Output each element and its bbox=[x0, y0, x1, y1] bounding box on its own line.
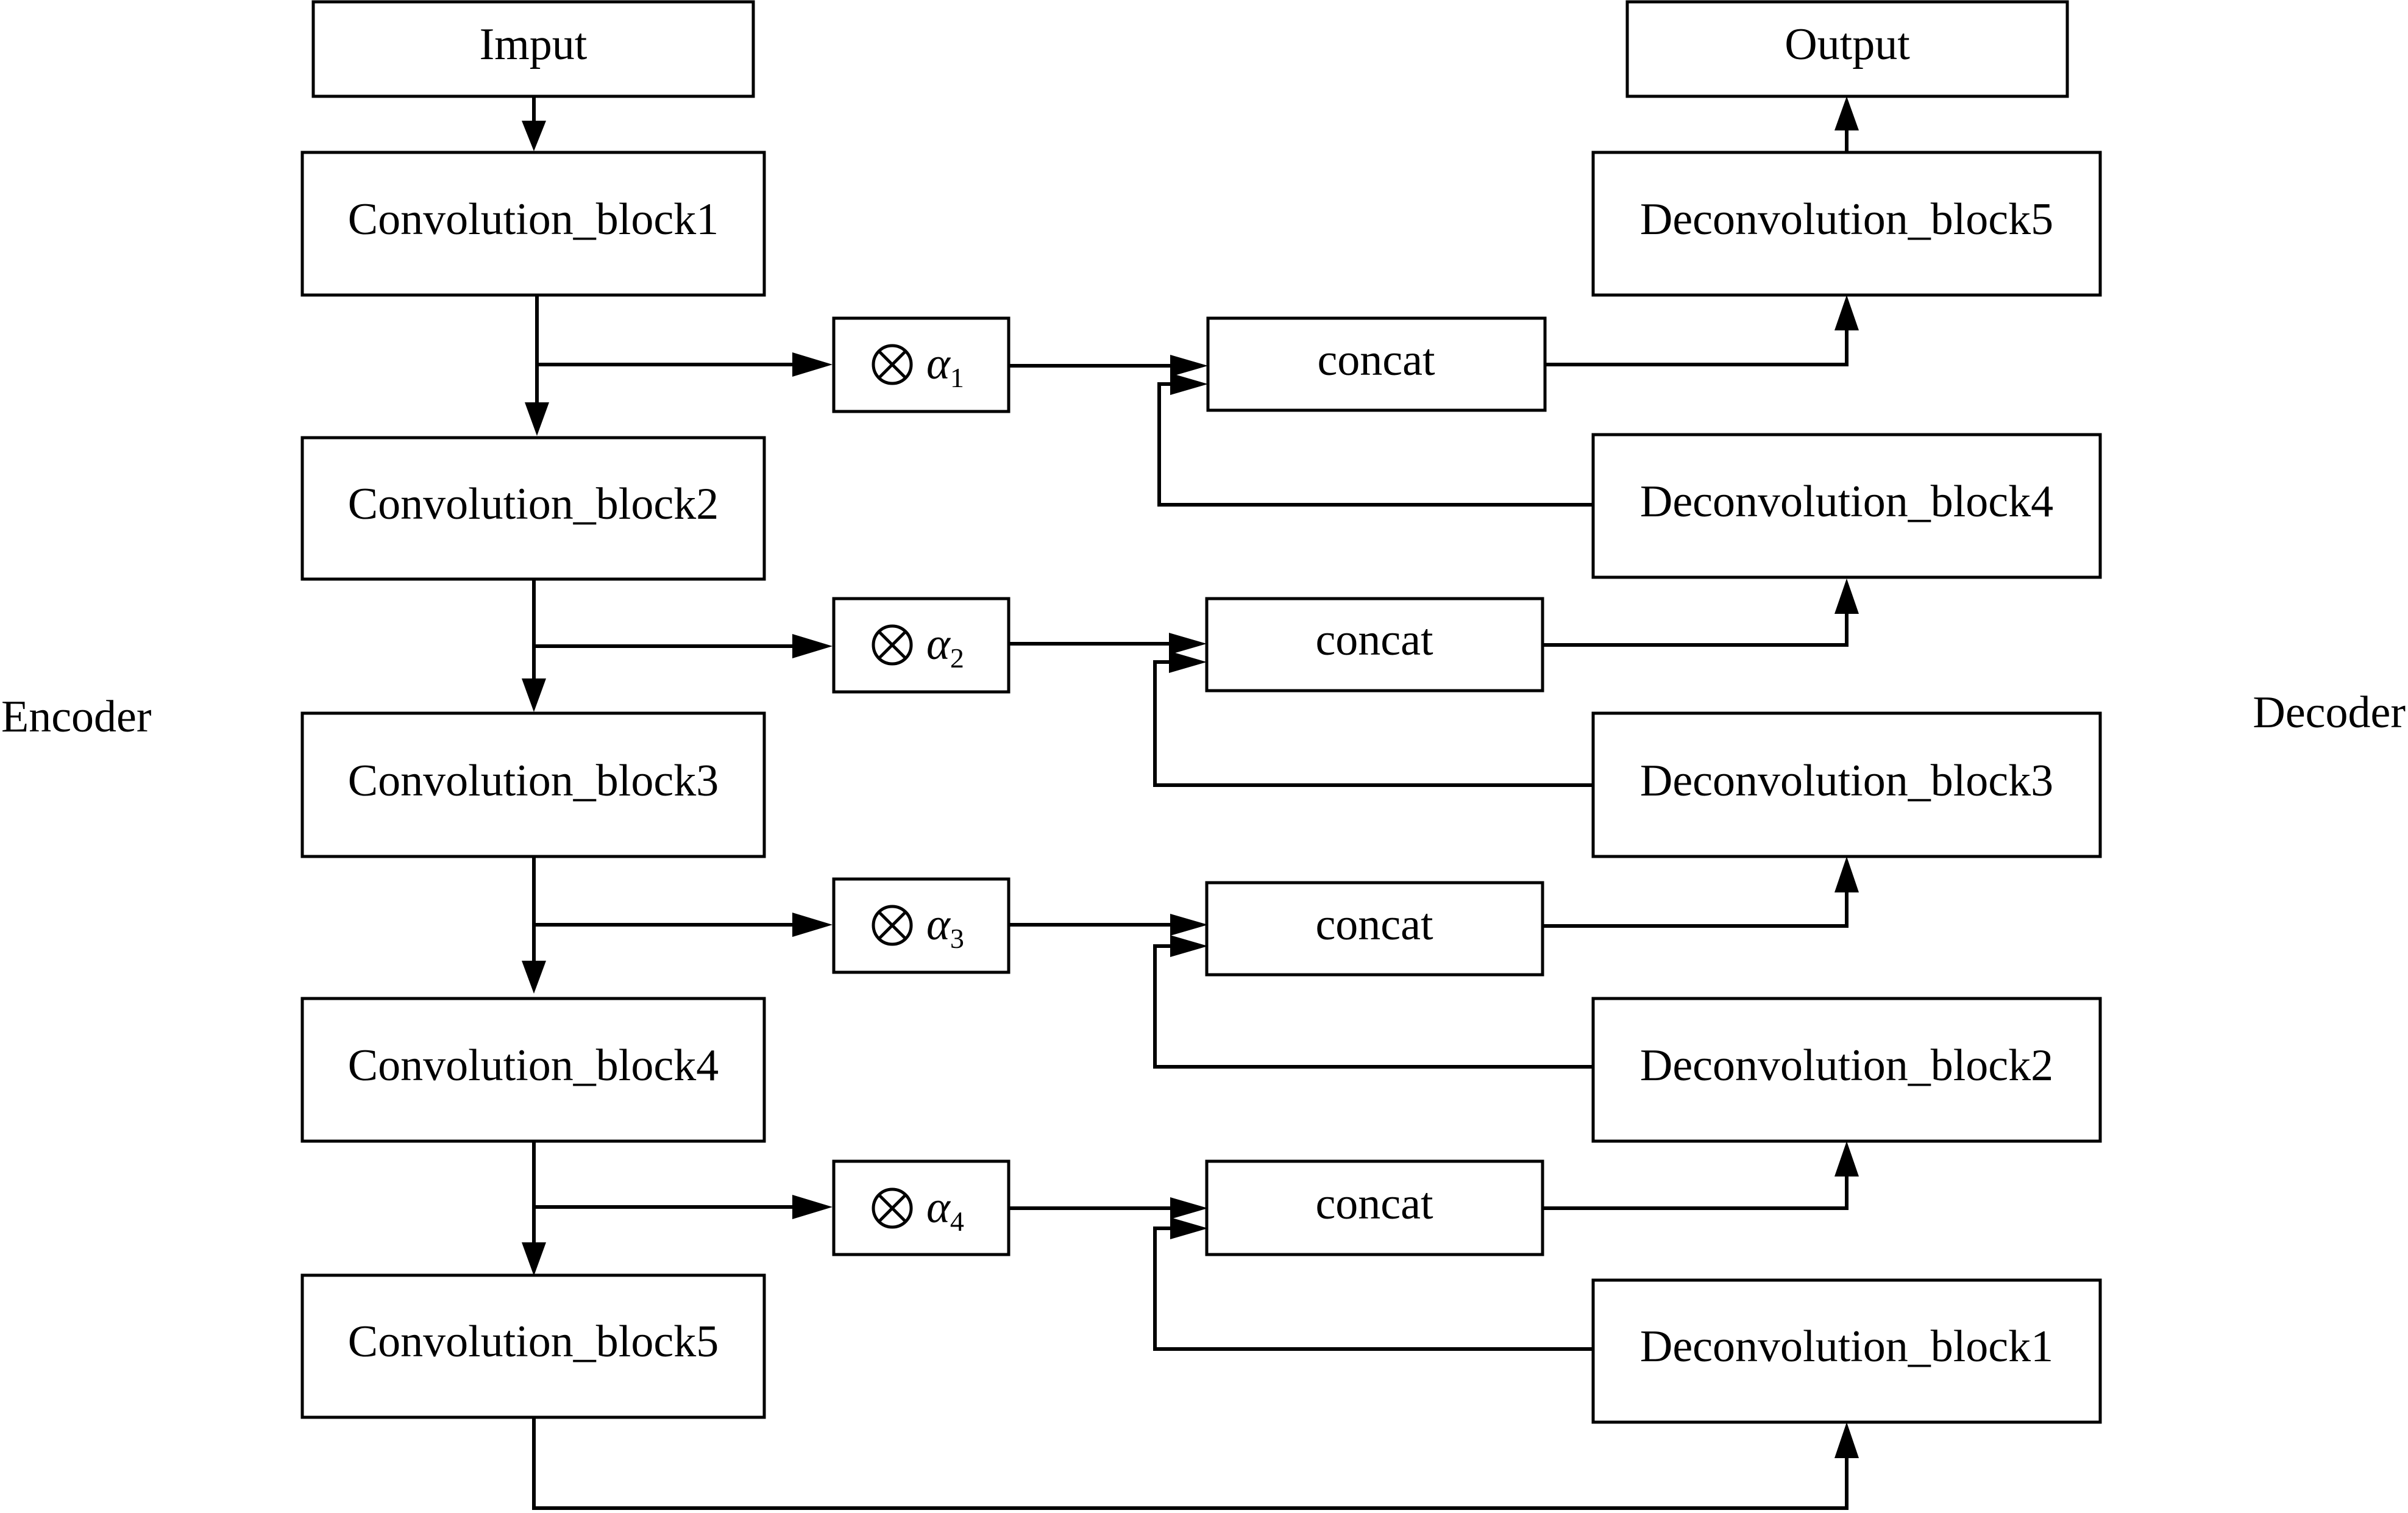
weight-box: α4 bbox=[832, 1159, 1010, 1256]
decoder-block: Deconvolution_block3 bbox=[1591, 711, 2102, 858]
encoder-block-label: Convolution_block2 bbox=[348, 479, 719, 529]
arrowhead bbox=[1170, 935, 1208, 957]
decoder-block: Deconvolution_block5 bbox=[1591, 151, 2102, 297]
arrow-deconv3-to-concat2 bbox=[1153, 660, 1596, 787]
concat-label: concat bbox=[1315, 900, 1433, 950]
arrowhead bbox=[1834, 1422, 1859, 1458]
arrow-concat3-to-deconv3 bbox=[1543, 891, 1849, 928]
encoder-column: Convolution_block1 Convolution_block2 Co… bbox=[300, 151, 766, 1419]
arrowhead bbox=[1834, 1141, 1859, 1177]
decoder-block-label: Deconvolution_block1 bbox=[1640, 1322, 2053, 1372]
encoder-block-label: Convolution_block1 bbox=[348, 194, 719, 244]
encoder-block: Convolution_block2 bbox=[300, 436, 766, 581]
decoder-block-label: Deconvolution_block2 bbox=[1640, 1041, 2053, 1091]
concat-label: concat bbox=[1315, 615, 1433, 665]
decoder-column: Deconvolution_block5 Deconvolution_block… bbox=[1591, 151, 2102, 1424]
weight-label: α2 bbox=[926, 619, 964, 674]
arrowhead bbox=[792, 1195, 833, 1219]
otimes-icon bbox=[872, 1187, 913, 1229]
arrowhead bbox=[525, 402, 549, 436]
arrowhead bbox=[1170, 355, 1208, 377]
weight-index: 4 bbox=[950, 1206, 964, 1237]
encoder-label: Encoder bbox=[1, 692, 152, 742]
arrowhead bbox=[522, 1242, 546, 1276]
arrow-deconv4-to-concat1 bbox=[1157, 382, 1596, 507]
weight-symbol: α bbox=[926, 900, 951, 950]
concat-box: concat bbox=[1206, 316, 1547, 412]
weight-box: α1 bbox=[832, 316, 1010, 413]
weight-label: α4 bbox=[926, 1183, 964, 1237]
arrowhead bbox=[1170, 1197, 1208, 1219]
concat-box: concat bbox=[1205, 597, 1544, 692]
decoder-block-label: Deconvolution_block5 bbox=[1640, 194, 2053, 244]
input-node: Imput bbox=[311, 0, 755, 98]
decoder-block-label: Deconvolution_block3 bbox=[1640, 756, 2053, 806]
decoder-label: Decoder bbox=[2253, 688, 2406, 738]
encoder-block-label: Convolution_block4 bbox=[348, 1041, 719, 1091]
arrow-concat2-to-deconv4 bbox=[1543, 613, 1849, 647]
weight-symbol: α bbox=[926, 619, 951, 669]
arrowhead bbox=[1170, 373, 1208, 395]
arrowhead bbox=[1170, 1217, 1208, 1239]
decoder-block-label: Deconvolution_block4 bbox=[1640, 477, 2053, 527]
arrowhead bbox=[1170, 914, 1208, 936]
arrow-deconv1-to-concat4 bbox=[1153, 1226, 1596, 1351]
concat-box: concat bbox=[1205, 881, 1544, 977]
connectors bbox=[522, 96, 1859, 1510]
arrowhead bbox=[1834, 578, 1859, 614]
arrowhead bbox=[1834, 96, 1859, 130]
weight-label: α1 bbox=[926, 339, 964, 393]
arrowhead bbox=[792, 913, 833, 937]
output-label: Output bbox=[1785, 20, 1910, 69]
otimes-icon bbox=[872, 624, 913, 666]
weight-index: 2 bbox=[950, 643, 964, 674]
weight-label: α3 bbox=[926, 900, 964, 954]
concat-label: concat bbox=[1315, 1179, 1433, 1229]
arrowhead bbox=[1169, 633, 1207, 655]
weight-symbol: α bbox=[926, 339, 951, 389]
arrow-concat1-to-deconv5 bbox=[1545, 329, 1849, 366]
weight-box: α2 bbox=[832, 597, 1010, 694]
otimes-icon bbox=[872, 905, 913, 946]
input-label: Imput bbox=[480, 20, 588, 69]
arrowhead bbox=[522, 961, 546, 994]
weight-index: 1 bbox=[950, 362, 964, 393]
arrowhead bbox=[1169, 651, 1207, 673]
decoder-block: Deconvolution_block4 bbox=[1591, 433, 2102, 579]
encoder-block: Convolution_block3 bbox=[300, 711, 766, 858]
decoder-block: Deconvolution_block2 bbox=[1591, 997, 2102, 1143]
concat-label: concat bbox=[1317, 335, 1435, 385]
arrow-conv5-to-deconv1 bbox=[532, 1417, 1849, 1510]
arrowhead bbox=[522, 121, 546, 151]
arrow-concat4-to-deconv2 bbox=[1543, 1175, 1849, 1210]
arrowhead bbox=[792, 634, 833, 658]
arrowhead bbox=[1834, 295, 1859, 330]
output-node: Output bbox=[1625, 0, 2069, 98]
arrowhead bbox=[522, 678, 546, 712]
decoder-block: Deconvolution_block1 bbox=[1591, 1278, 2102, 1424]
encoder-block: Convolution_block1 bbox=[300, 151, 766, 297]
arrow-deconv2-to-concat3 bbox=[1153, 944, 1596, 1069]
concat-column: concat concat concat concat bbox=[1205, 316, 1547, 1256]
weight-box: α3 bbox=[832, 877, 1010, 974]
encoder-block: Convolution_block5 bbox=[300, 1273, 766, 1419]
arrowhead bbox=[792, 352, 833, 377]
weight-index: 3 bbox=[950, 923, 964, 954]
encoder-block-label: Convolution_block5 bbox=[348, 1317, 719, 1367]
otimes-icon bbox=[872, 344, 913, 385]
weight-symbol: α bbox=[926, 1183, 951, 1233]
encoder-block: Convolution_block4 bbox=[300, 997, 766, 1143]
concat-box: concat bbox=[1205, 1159, 1544, 1256]
weight-column: α1 α2 α3 bbox=[832, 316, 1010, 1256]
encoder-block-label: Convolution_block3 bbox=[348, 756, 719, 806]
arrowhead bbox=[1834, 856, 1859, 892]
